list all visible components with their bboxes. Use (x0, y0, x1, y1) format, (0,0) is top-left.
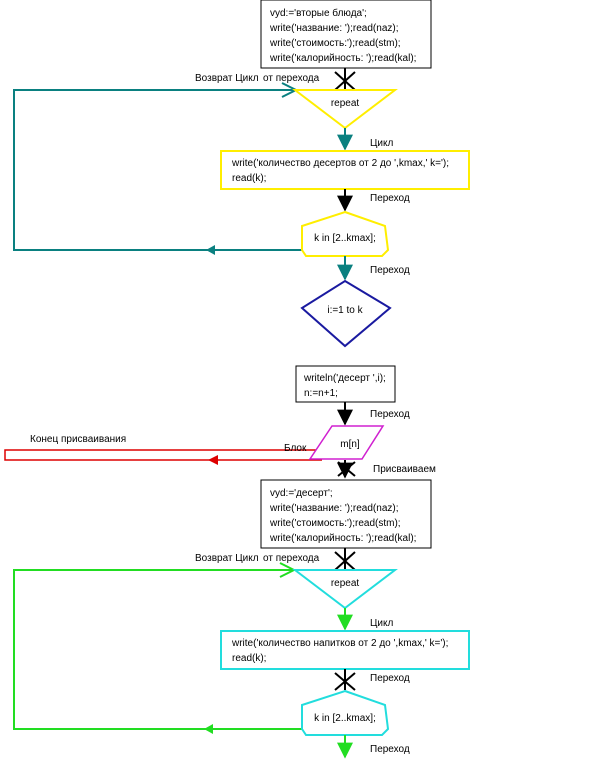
loop2-condition-shape: k in [2..kmax]; (301, 689, 390, 736)
loop2-transition-label-1: Переход (370, 673, 410, 684)
loop1-input-line-1: write('количество десертов от 2 до ',kma… (231, 158, 449, 169)
assign-end-arrowhead (208, 455, 218, 465)
io-block-label: Блок (284, 443, 307, 454)
for-loop-label: i:=1 to k (327, 305, 363, 316)
loop1-return-line (13, 89, 303, 251)
io-label: m[n] (340, 439, 360, 450)
io-parallelogram: m[n] (308, 425, 385, 460)
block3-line-2: write('название: ');read(naz); (269, 503, 399, 514)
loop2-input-line-2: read(k); (232, 653, 266, 664)
loop1-repeat-label: repeat (331, 98, 360, 109)
loop1-input-line-2: read(k); (232, 173, 266, 184)
loop1-condition-label: k in [2..kmax]; (314, 233, 376, 244)
block2-line-2: n:=n+1; (304, 388, 338, 399)
process-block-dessert-counter: writeln('десерт ',i); n:=n+1; (295, 365, 396, 403)
loop1-cycle-label: Цикл (370, 138, 393, 149)
connector-cross-1 (334, 68, 356, 91)
block1-line-4: write('калорийность: ');read(kal); (269, 53, 416, 64)
connector-cross-2 (337, 461, 356, 477)
block3-line-4: write('калорийность: ');read(kal); (269, 533, 416, 544)
loop1-return-label: Возврат Цикл (195, 73, 259, 84)
loop1-transition-label-2: Переход (370, 265, 410, 276)
loop2-return-label: Возврат Цикл (195, 553, 259, 564)
loop1-from-label: от перехода (263, 73, 320, 84)
loop2-back-arrowhead (204, 724, 213, 734)
loop1-repeat-triangle: repeat (292, 89, 398, 130)
process-block-main-dishes: vyd:='вторые блюда'; write('название: ')… (260, 0, 432, 69)
connector-cross-4 (334, 669, 356, 691)
block2-transition-label: Переход (370, 409, 410, 420)
process-block-dessert: vyd:='десерт'; write('название: ');read(… (260, 479, 432, 549)
block3-line-1: vyd:='десерт'; (270, 488, 333, 499)
loop2-repeat-triangle: repeat (292, 569, 398, 610)
assign-end-label: Конец присваивания (30, 434, 126, 445)
connector-cross-3 (334, 548, 356, 571)
loop1-condition-shape: k in [2..kmax]; (301, 210, 390, 257)
assign-end-lane (4, 449, 330, 461)
block1-line-3: write('стоимость:');read(stm); (269, 38, 401, 49)
for-loop-shape: i:=1 to k (300, 279, 392, 348)
loop2-transition-label-2: Переход (370, 744, 410, 755)
block2-line-1: writeln('десерт ',i); (303, 373, 386, 384)
loop2-input-line-1: write('количество напитков от 2 до ',kma… (231, 638, 448, 649)
loop2-from-label: от перехода (263, 553, 320, 564)
loop1-input-block: write('количество десертов от 2 до ',kma… (220, 150, 470, 190)
loop2-repeat-label: repeat (331, 578, 360, 589)
block1-line-2: write('название: ');read(naz); (269, 23, 399, 34)
block3-line-3: write('стоимость:');read(stm); (269, 518, 401, 529)
block1-line-1: vyd:='вторые блюда'; (270, 7, 367, 19)
loop1-back-arrowhead (206, 245, 215, 255)
loop2-cycle-label: Цикл (370, 618, 393, 629)
loop2-condition-label: k in [2..kmax]; (314, 713, 376, 724)
loop1-transition-label-1: Переход (370, 193, 410, 204)
loop2-input-block: write('количество напитков от 2 до ',kma… (220, 630, 470, 670)
loop2-return-line (13, 569, 303, 730)
assign-label: Присваиваем (373, 464, 436, 475)
